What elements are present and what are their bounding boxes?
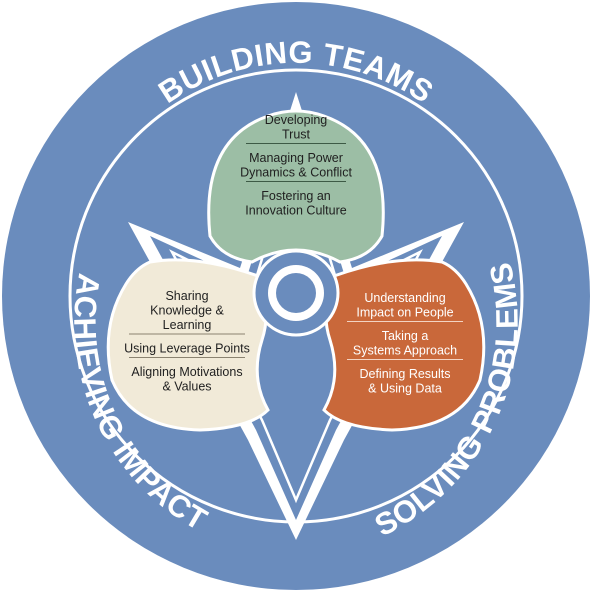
lobe-left-item-0-line-0: Sharing [165, 289, 208, 303]
lobe-right-item-1-line-0: Taking a [382, 329, 429, 343]
lobe-right-item-1-line-1: Systems Approach [353, 344, 457, 358]
lobe-left-item-2-line-1: & Values [162, 380, 211, 394]
lobe-top-item-0-line-1: Trust [282, 128, 311, 142]
lobe-top-item-2-line-1: Innovation Culture [245, 204, 347, 218]
lobe-right-item-2-line-1: & Using Data [368, 382, 442, 396]
lobe-right-item-0-line-1: Impact on People [356, 306, 453, 320]
lobe-top-item-2-line-0: Fostering an [261, 189, 331, 203]
lobe-right-item-0-line-0: Understanding [364, 291, 445, 305]
lobe-left-item-1-line-0: Using Leverage Points [124, 342, 250, 356]
lobe-top-item-1-line-1: Dynamics & Conflict [240, 166, 352, 180]
lobe-left-item-2-line-0: Aligning Motivations [131, 365, 242, 379]
lobe-left-item-0-line-1: Knowledge & [150, 304, 224, 318]
lobe-top-shape [207, 109, 385, 264]
lobe-top-item-1-line-0: Managing Power [249, 151, 343, 165]
lobe-top-item-0-line-0: Developing [265, 113, 328, 127]
lobe-right-item-2-line-0: Defining Results [359, 367, 450, 381]
center-ring-inner [276, 273, 316, 313]
lobe-left-item-0-line-2: Learning [163, 318, 212, 332]
lobe-top [207, 109, 385, 264]
